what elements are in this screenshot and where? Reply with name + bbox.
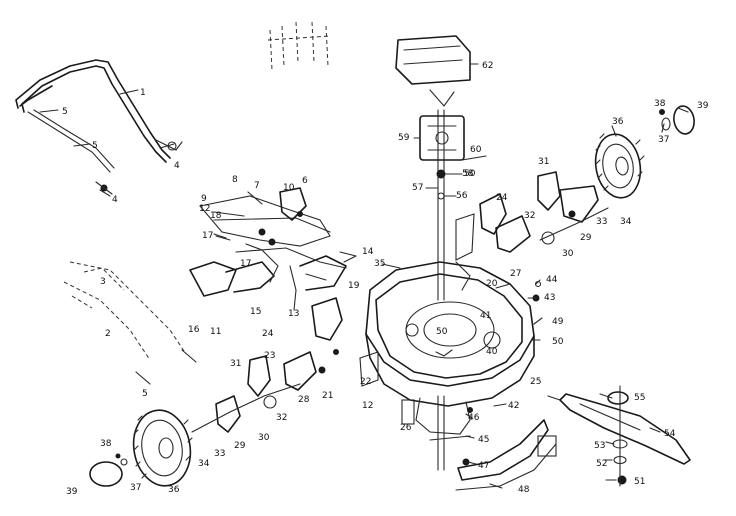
callout-12-lower: 12: [362, 401, 373, 411]
callout-15: 15: [250, 307, 261, 317]
callout-5-upper: 5: [62, 107, 68, 117]
callout-40: 40: [486, 347, 498, 357]
callout-39-right: 39: [697, 101, 709, 111]
callout-11: 11: [210, 327, 221, 337]
callout-54: 54: [664, 429, 676, 439]
callout-31-left: 31: [230, 359, 241, 369]
callout-17-lower: 17: [240, 259, 251, 269]
callout-7: 7: [254, 181, 260, 191]
callout-leaders: [99, 63, 689, 489]
callout-2: 2: [105, 329, 111, 339]
callout-24-right: 24: [496, 193, 508, 203]
callout-29-left: 29: [234, 441, 246, 451]
callout-1: 1: [140, 88, 146, 98]
callout-35: 35: [374, 259, 385, 269]
callout-30-right: 30: [562, 249, 574, 259]
callout-13: 13: [288, 309, 299, 319]
callout-49: 49: [552, 317, 564, 327]
callout-23: 23: [264, 351, 275, 361]
callout-5-lower: 5: [142, 389, 148, 399]
callout-9: 9: [201, 194, 207, 204]
callout-39-left: 39: [66, 487, 78, 497]
callout-4-upper: 4: [174, 161, 180, 171]
callout-34-left: 34: [198, 459, 210, 469]
callout-50-center: 50: [436, 327, 448, 337]
callout-37-left: 37: [130, 483, 141, 493]
callout-60: 60: [470, 145, 482, 155]
callout-51: 51: [634, 477, 645, 487]
callout-21: 21: [322, 391, 333, 401]
callout-56: 56: [456, 191, 468, 201]
callout-62: 62: [482, 61, 493, 71]
callout-55: 55: [634, 393, 645, 403]
callout-17-upper: 17: [202, 231, 213, 241]
callout-12-upper: 12: [199, 204, 210, 214]
callout-58: 58: [462, 169, 474, 179]
callout-32-right: 32: [524, 211, 535, 221]
callout-47: 47: [478, 461, 489, 471]
callout-45: 45: [478, 435, 489, 445]
callout-3: 3: [100, 277, 106, 287]
callout-4-lower: 4: [112, 195, 118, 205]
callout-27: 27: [510, 269, 521, 279]
rear-wheel-part: [594, 105, 695, 199]
callout-44: 44: [546, 275, 558, 285]
callout-42: 42: [508, 401, 519, 411]
callout-38-left: 38: [100, 439, 112, 449]
callout-25: 25: [530, 377, 541, 387]
callout-8: 8: [232, 175, 238, 185]
callout-labels: 1 2 3 4 4 5 5 5 6 7 8 9 10 11 12 12 13 1…: [62, 61, 709, 497]
callout-33-left: 33: [214, 449, 225, 459]
callout-32-left: 32: [276, 413, 287, 423]
callout-53: 53: [594, 441, 605, 451]
upper-handle-part: [15, 59, 183, 195]
engine-shaft-column: [395, 35, 471, 471]
callout-33-right: 33: [596, 217, 607, 227]
callout-46: 46: [468, 413, 480, 423]
callout-14: 14: [362, 247, 374, 257]
front-wheel-part: [89, 409, 193, 487]
callout-34-right: 34: [620, 217, 632, 227]
callout-50-shaft: 50: [464, 169, 476, 179]
callout-48: 48: [518, 485, 530, 495]
baffle-part: [429, 419, 557, 491]
upper-dashed-sketch: [267, 21, 331, 71]
callout-19: 19: [348, 281, 360, 291]
callout-57: 57: [412, 183, 423, 193]
callout-18: 18: [210, 211, 222, 221]
callout-30-left: 30: [258, 433, 270, 443]
callout-37-right: 37: [658, 135, 669, 145]
callout-20: 20: [486, 279, 498, 289]
callout-16: 16: [188, 325, 200, 335]
height-adjust-linkage: [189, 187, 357, 311]
front-axle-brackets: [191, 297, 379, 433]
callout-5-middle: 5: [92, 141, 98, 151]
callout-6: 6: [302, 176, 308, 186]
callout-28: 28: [298, 395, 310, 405]
callout-41: 41: [480, 311, 491, 321]
callout-24-left: 24: [262, 329, 274, 339]
callout-26: 26: [400, 423, 412, 433]
callout-59: 59: [398, 133, 410, 143]
rear-axle-brackets: [455, 171, 609, 302]
callout-31-right: 31: [538, 157, 549, 167]
callout-50-right: 50: [552, 337, 564, 347]
callout-10: 10: [283, 183, 295, 193]
callout-52: 52: [596, 459, 607, 469]
callout-36-rear: 36: [612, 117, 624, 127]
callout-29-right: 29: [580, 233, 592, 243]
mower-deck-part: [365, 261, 535, 435]
callout-38-right: 38: [654, 99, 666, 109]
lower-handle-part: [63, 261, 197, 385]
callout-22: 22: [360, 377, 371, 387]
callout-36-front: 36: [168, 485, 180, 495]
callout-43: 43: [544, 293, 555, 303]
